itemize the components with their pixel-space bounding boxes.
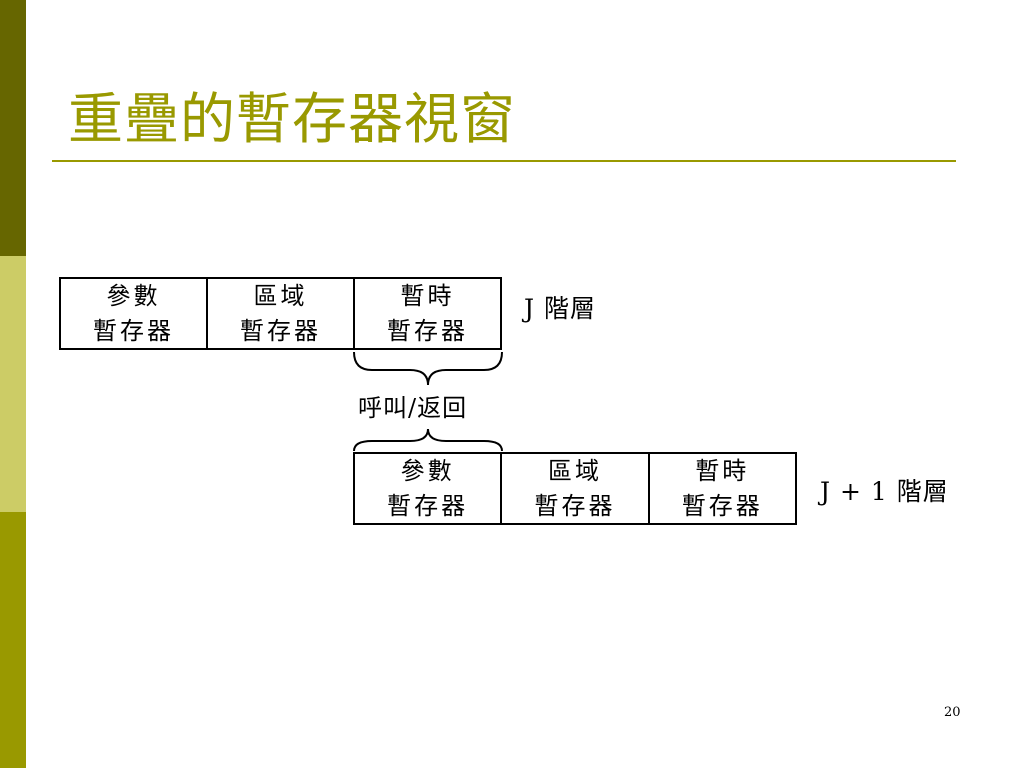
- local-register-cell: 區域 暫存器: [208, 279, 355, 348]
- cell-line1: 暫時: [400, 281, 455, 310]
- sidebar-band-top: [0, 0, 26, 256]
- upper-brace: [353, 428, 503, 452]
- page-number: 20: [944, 705, 961, 720]
- sidebar-band-middle: [0, 256, 26, 512]
- lower-brace: [353, 351, 503, 386]
- slide-title: 重疊的暫存器視窗: [68, 87, 517, 151]
- cell-line1: 參數: [400, 456, 455, 485]
- layer-j-plus-1-label: J + 1 階層: [820, 477, 949, 506]
- temporary-register-cell: 暫時 暫存器: [650, 454, 795, 523]
- cell-line1: 暫時: [695, 456, 750, 485]
- call-return-label: 呼叫/返回: [358, 394, 468, 422]
- parameter-register-cell: 參數 暫存器: [61, 279, 208, 348]
- cell-line2: 暫存器: [387, 316, 468, 345]
- cell-line1: 區域: [253, 281, 308, 310]
- cell-line2: 暫存器: [681, 491, 763, 520]
- local-register-cell: 區域 暫存器: [502, 454, 650, 523]
- cell-line2: 暫存器: [93, 316, 174, 345]
- cell-line1: 參數: [106, 281, 161, 310]
- title-divider: [52, 160, 956, 162]
- sidebar-band-bottom: [0, 512, 26, 768]
- temporary-register-cell: 暫時 暫存器: [355, 279, 500, 348]
- cell-line2: 暫存器: [240, 316, 321, 345]
- cell-line2: 暫存器: [387, 491, 469, 520]
- layer-j-label: J 階層: [524, 294, 596, 323]
- cell-line1: 區域: [547, 456, 602, 485]
- register-window-layer-j-plus-1: 參數 暫存器 區域 暫存器 暫時 暫存器: [353, 452, 797, 525]
- parameter-register-cell: 參數 暫存器: [355, 454, 503, 523]
- register-window-layer-j: 參數 暫存器 區域 暫存器 暫時 暫存器: [59, 277, 502, 350]
- cell-line2: 暫存器: [534, 491, 616, 520]
